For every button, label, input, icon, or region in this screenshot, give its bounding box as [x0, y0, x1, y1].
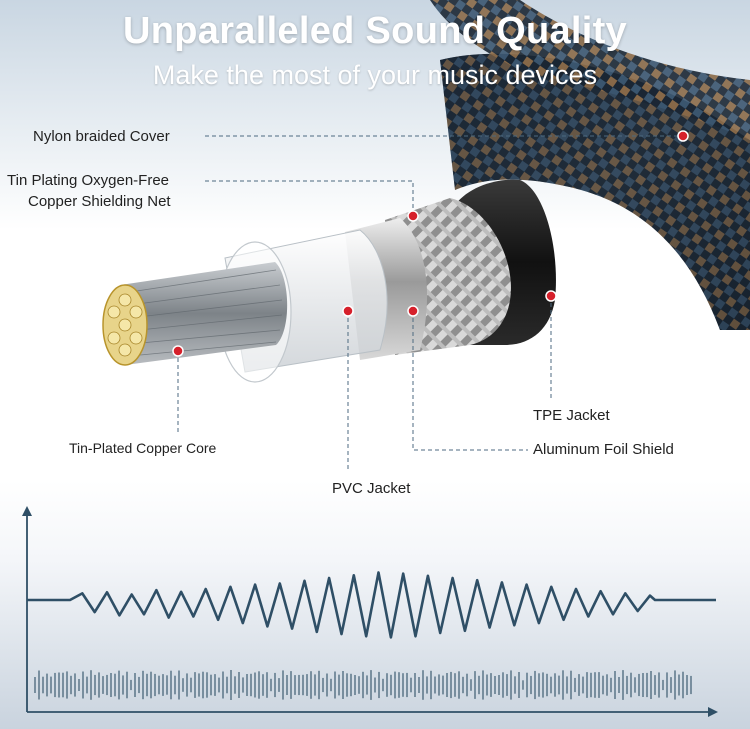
marker-shielding [407, 210, 419, 222]
markers [172, 130, 689, 357]
page-title: Unparalleled Sound Quality [123, 10, 627, 52]
label-shielding-line2: Copper Shielding Net [28, 193, 171, 210]
label-copper-core: Tin-Plated Copper Core [69, 440, 217, 456]
label-shielding-line1: Tin Plating Oxygen-Free [7, 172, 170, 189]
waveform-axes [22, 506, 718, 717]
marker-pvc [342, 305, 354, 317]
marker-tpe [545, 290, 557, 302]
mini-waveform [34, 670, 692, 700]
marker-foil [407, 305, 419, 317]
sound-waveform [27, 571, 716, 639]
label-tpe-jacket: TPE Jacket [533, 407, 610, 424]
label-nylon-cover: Nylon braided Cover [33, 128, 170, 145]
marker-core [172, 345, 184, 357]
label-pvc-jacket: PVC Jacket [332, 480, 411, 497]
label-aluminum-foil: Aluminum Foil Shield [533, 441, 674, 458]
copper-core-strands [120, 262, 288, 365]
leader-lines [177, 135, 683, 470]
page-subtitle: Make the most of your music devices [152, 60, 598, 90]
marker-nylon [677, 130, 689, 142]
